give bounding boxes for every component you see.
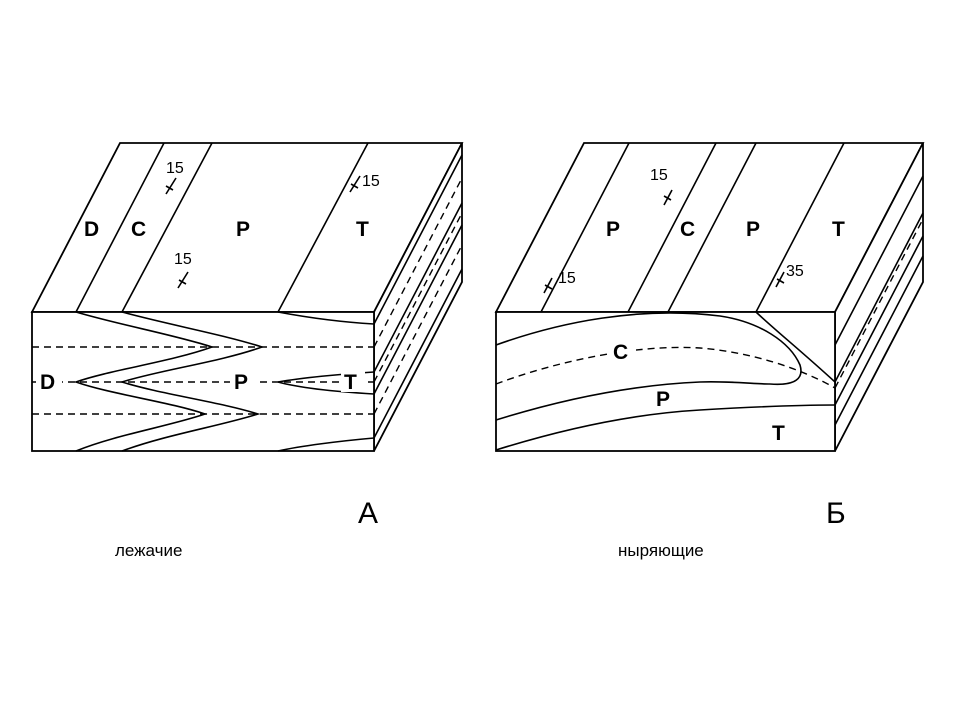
block-a-fold-contact-1	[73, 311, 215, 452]
block-b-top-label-t: T	[832, 218, 845, 241]
block-b-dip-2: 15	[558, 270, 576, 287]
block-a-caption: лежачие	[115, 541, 182, 560]
block-b-fold-upper-limb	[495, 312, 802, 386]
block-a-top-label-d: D	[84, 218, 99, 241]
block-b-p-t-contact	[495, 404, 836, 451]
block-a-dip-2: 15	[174, 251, 192, 268]
block-a-dip-symbol-2	[177, 271, 189, 289]
block-b-fold-hinge	[755, 311, 836, 383]
block-a-top-label-t: T	[356, 218, 369, 241]
block-a-dip-symbol-1	[165, 177, 177, 195]
block-a-letter: А	[358, 497, 378, 530]
block-a-dip-3: 15	[362, 173, 380, 190]
block-b-axial-trace	[495, 346, 836, 389]
block-a-top-label-p: P	[236, 218, 250, 241]
block-a-top-label-c: C	[131, 218, 146, 241]
block-b-front-label-p: P	[656, 388, 670, 411]
block-b-dip-symbol-2	[543, 277, 553, 294]
block-b-dip-3: 35	[786, 263, 804, 280]
block-a-dip-symbol-3	[349, 175, 361, 193]
block-b-dip-1: 15	[650, 167, 668, 184]
block-b-top-label-p1: P	[606, 218, 620, 241]
block-b-dip-symbol-1	[663, 189, 673, 206]
block-a-front-label-d: D	[40, 371, 55, 394]
block-b-front-face	[495, 311, 836, 452]
block-a-front-label-t: T	[344, 371, 357, 394]
block-b-letter: Б	[826, 497, 846, 530]
block-a-front-label-p: P	[234, 371, 248, 394]
block-b-top-label-p2: P	[746, 218, 760, 241]
block-a: D C P T 15 15 15 D P T А лежачие	[30, 142, 464, 560]
block-b-front-label-t: T	[772, 422, 785, 445]
block-b-fold-lower-limb	[495, 381, 771, 421]
block-b-dip-symbol-3	[775, 271, 785, 288]
block-b: P C P T 15 15 35 C P T Б ныряющие	[494, 142, 925, 560]
block-b-top-label-c: C	[680, 218, 695, 241]
block-b-front-label-c: C	[613, 341, 628, 364]
block-a-dip-1: 15	[166, 160, 184, 177]
block-b-caption: ныряющие	[618, 541, 704, 560]
